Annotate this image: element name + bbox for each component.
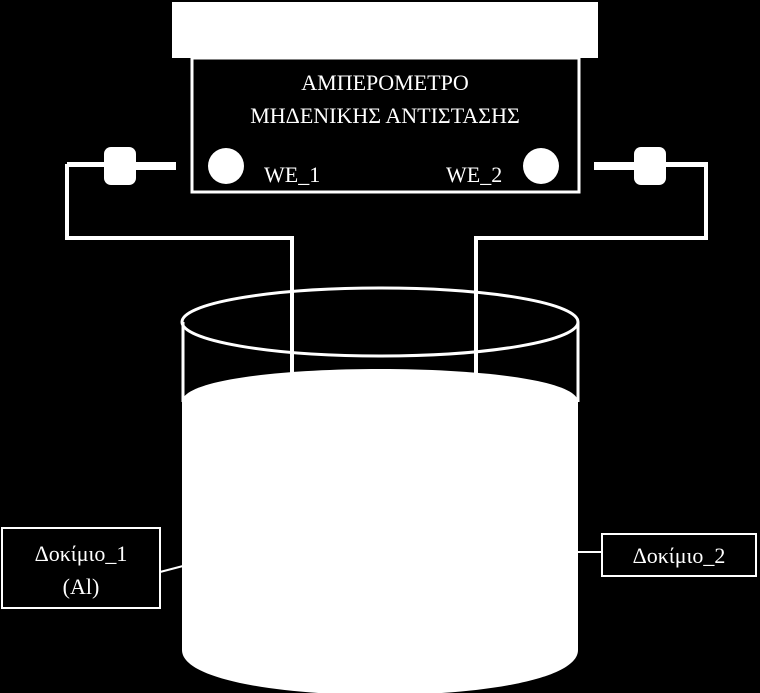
lead-wire-left xyxy=(65,164,294,378)
terminal-we2-label: WE_2 xyxy=(446,162,502,187)
specimen1-pointer xyxy=(159,565,184,573)
meter-top-panel xyxy=(172,2,598,58)
terminal-we1-knob xyxy=(208,148,244,184)
specimen1-label: Δοκίμιο_1 xyxy=(35,541,128,566)
specimen1-box xyxy=(1,527,161,609)
left-plug xyxy=(67,147,176,185)
specimen2-label: Δοκίμιο_2 xyxy=(633,543,726,568)
specimen1-material: (Al) xyxy=(63,574,100,599)
lead-wire-right xyxy=(474,164,708,378)
right-plug xyxy=(594,147,708,185)
meter-title-line1: ΑΜΠΕΡΟΜΕΤΡΟ xyxy=(301,70,468,95)
meter-title-line2: ΜΗΔΕΝΙΚΗΣ ΑΝΤΙΣΤΑΣΗΣ xyxy=(250,103,520,128)
terminal-we2-knob xyxy=(523,148,559,184)
zero-resistance-ammeter xyxy=(190,56,581,194)
specimen2-box xyxy=(601,533,757,577)
terminal-we1-label: WE_1 xyxy=(264,162,320,187)
beaker-liquid xyxy=(182,369,578,693)
beaker-rim xyxy=(180,286,580,358)
